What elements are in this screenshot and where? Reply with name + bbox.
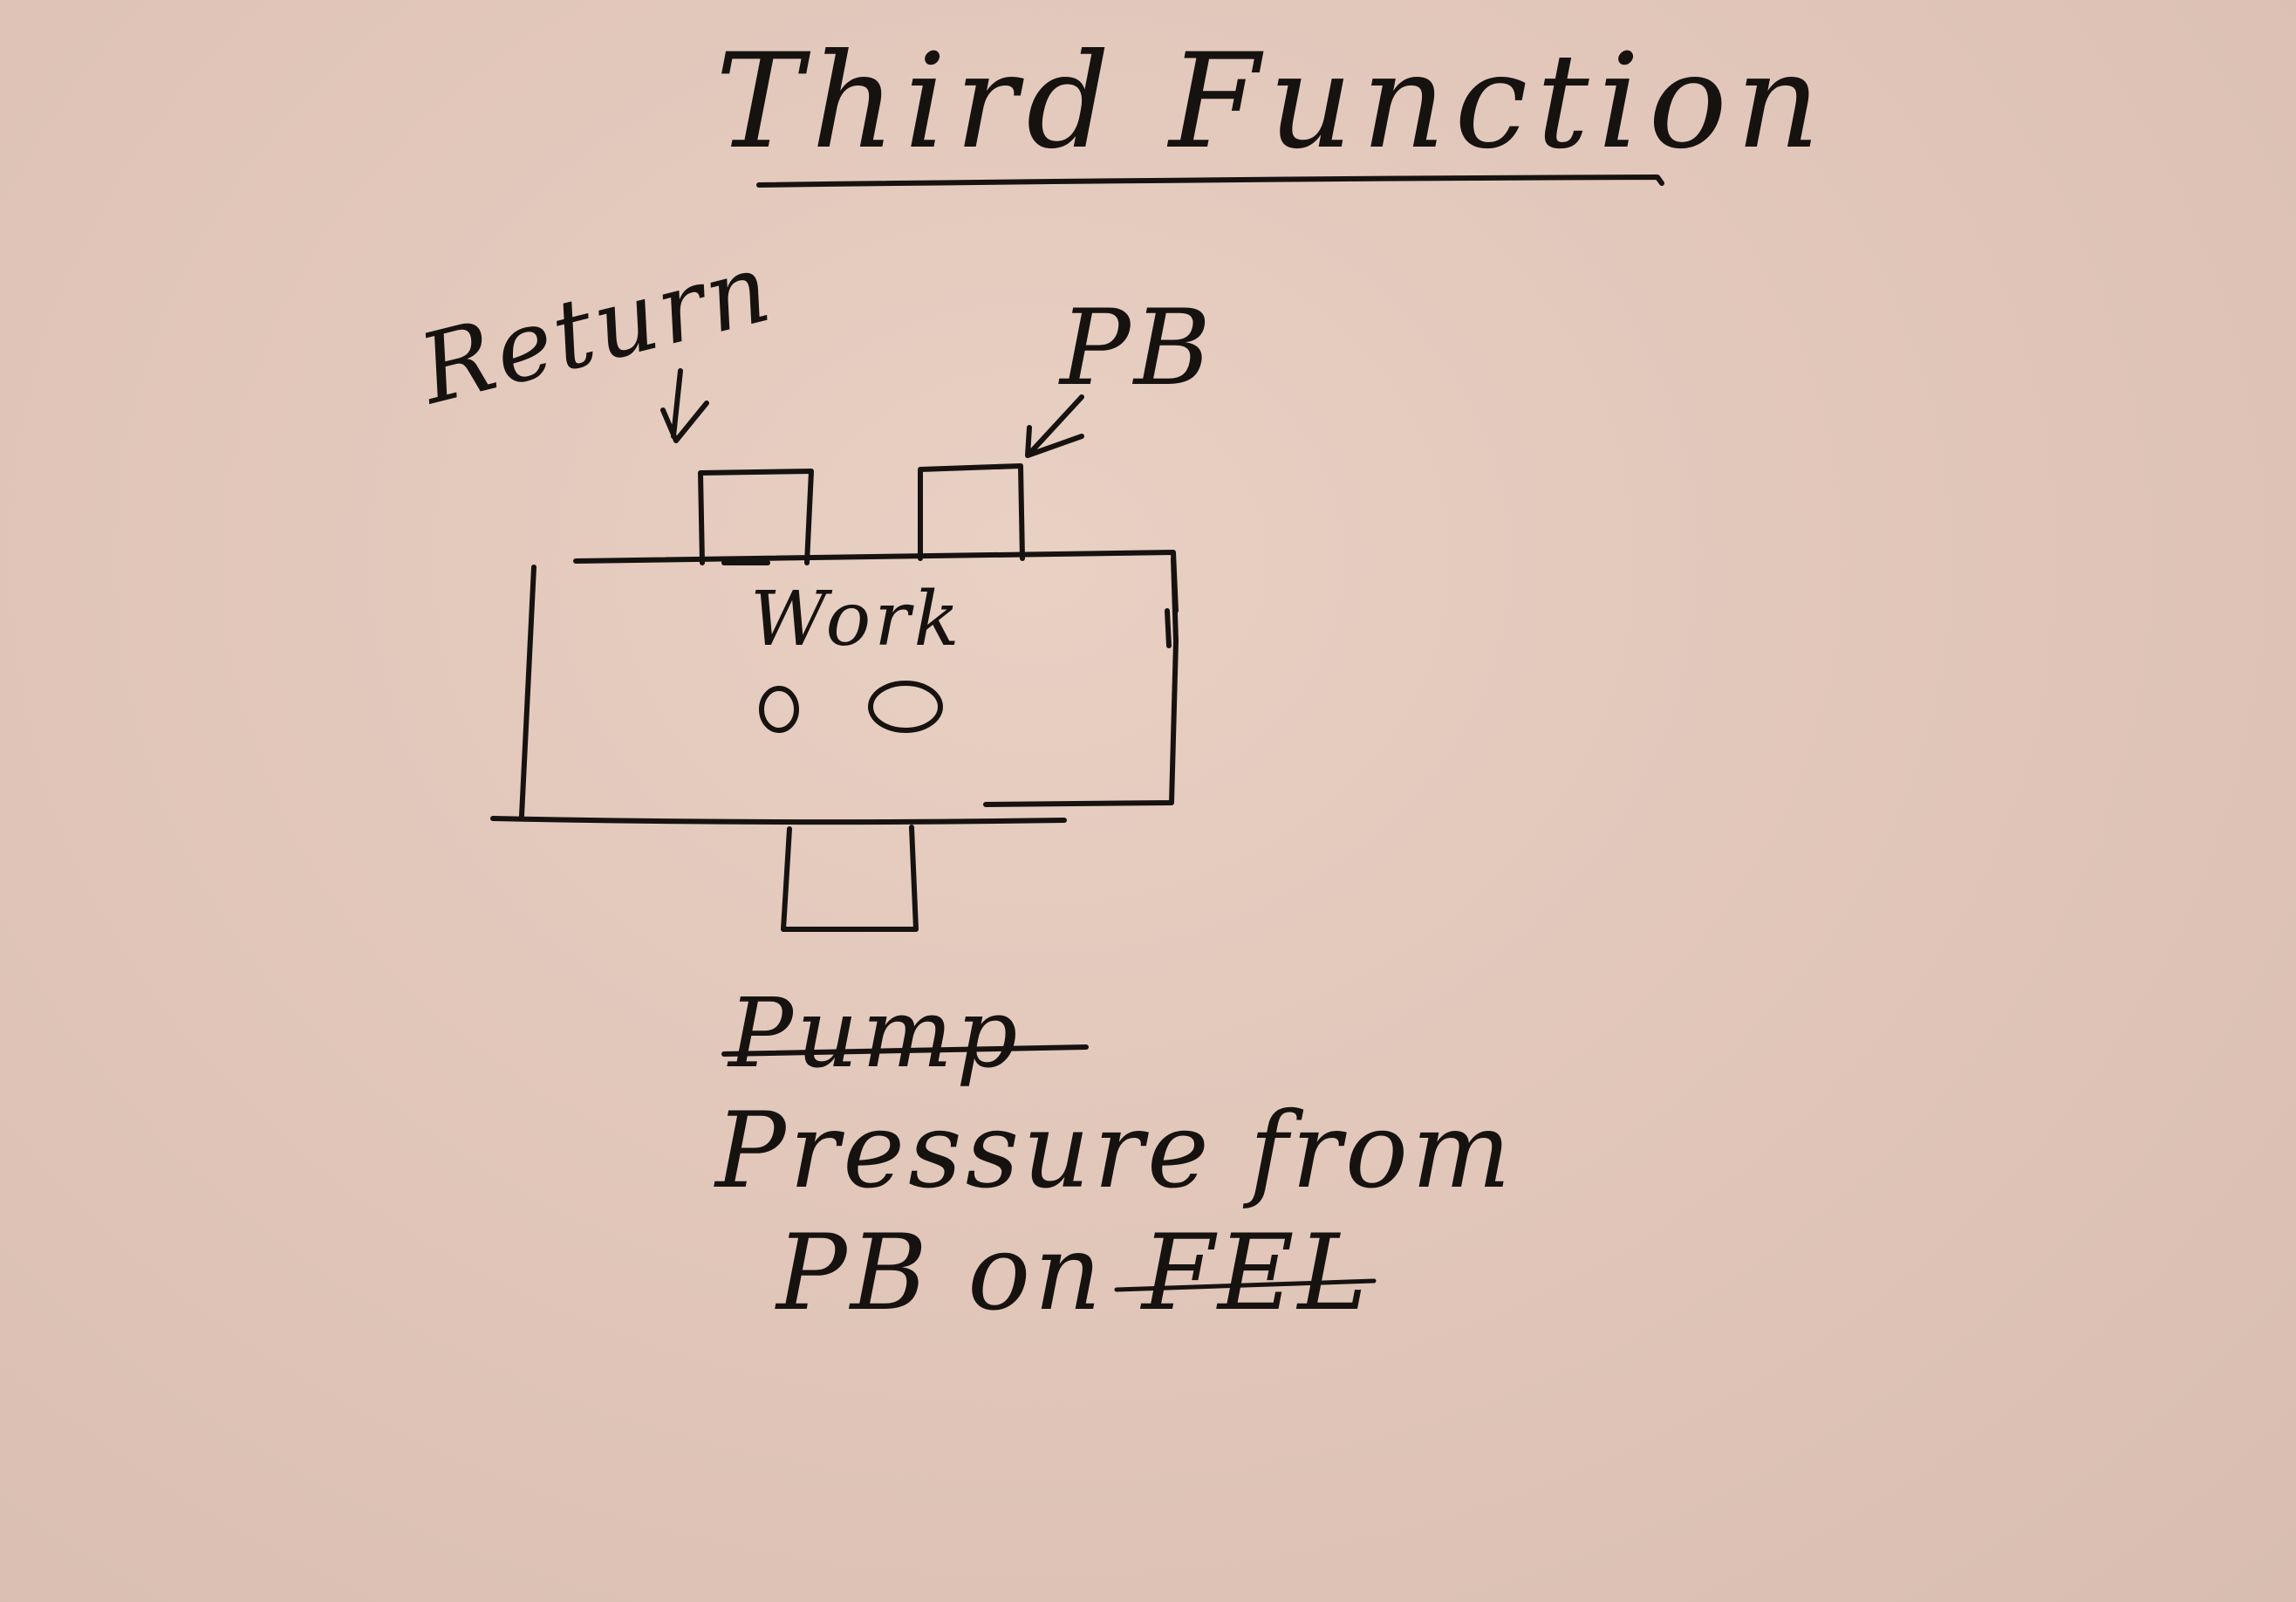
pb-port — [918, 463, 1025, 561]
pb-label: PB — [1060, 288, 1214, 409]
pressure-note-line-1: Pressure from — [715, 1091, 1514, 1212]
valve-body-left — [519, 565, 536, 818]
valve-body — [573, 550, 1179, 807]
return-port — [698, 469, 814, 565]
pb-arrow — [1025, 394, 1084, 458]
work-port-a — [759, 686, 799, 733]
return-arrow — [660, 368, 709, 443]
work-label: Work — [750, 576, 963, 663]
title-underline — [756, 175, 1664, 188]
pump-strikethrough — [721, 1044, 1089, 1057]
pump-label-struck: Pump — [728, 977, 1022, 1089]
pump-port — [781, 825, 919, 932]
valve-body-bottom — [490, 816, 1067, 825]
work-port-b — [868, 681, 943, 733]
page-title: Third Function — [715, 26, 1829, 178]
pressure-note-line-2: PB on FEL — [776, 1213, 1371, 1334]
